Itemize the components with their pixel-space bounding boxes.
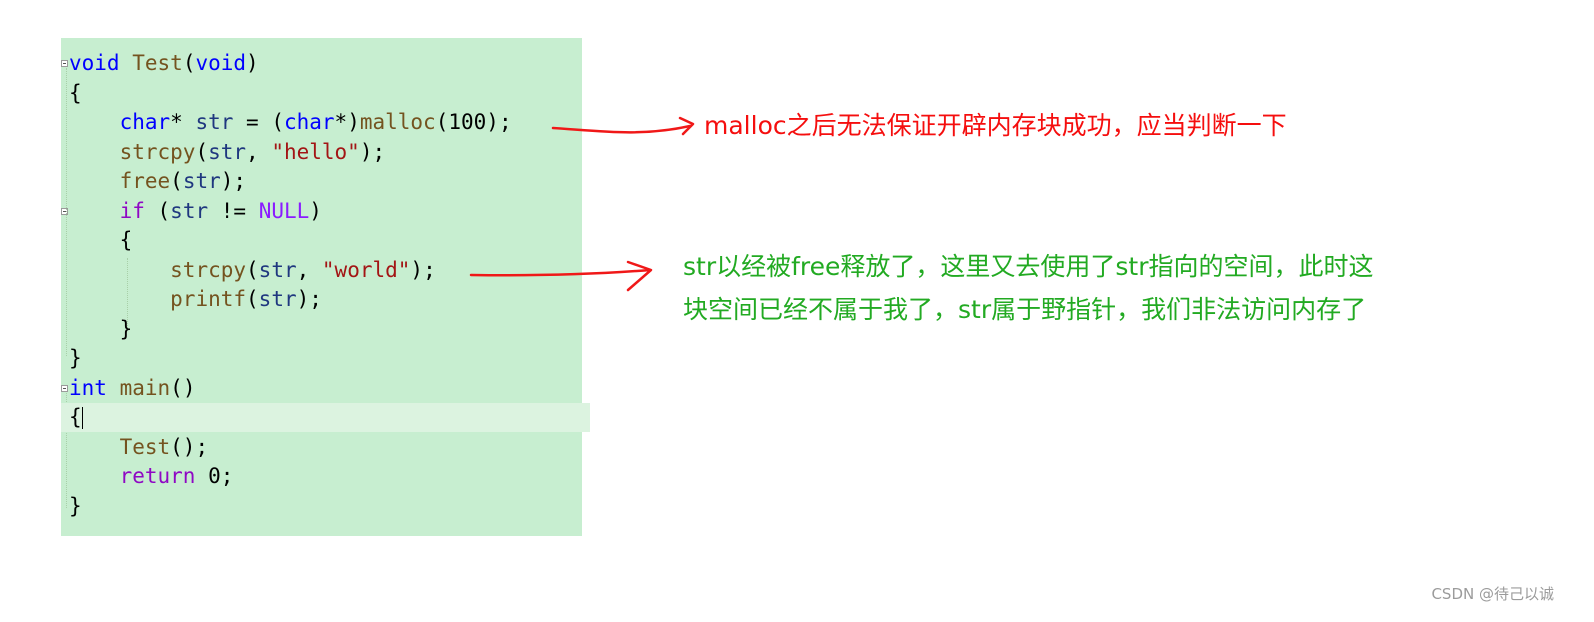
- code-token: 100: [448, 110, 487, 134]
- code-line[interactable]: int main(): [61, 374, 195, 403]
- code-token: str: [258, 287, 297, 311]
- code-token: {: [69, 405, 82, 429]
- code-token: (: [435, 110, 449, 134]
- code-token: [120, 51, 133, 75]
- indent-guide: [127, 258, 128, 328]
- code-token: {: [69, 228, 133, 252]
- code-token: );: [220, 169, 247, 193]
- code-token: (: [246, 257, 259, 282]
- code-token: Test: [132, 51, 183, 75]
- code-token: [69, 435, 120, 459]
- code-line[interactable]: {: [61, 226, 133, 255]
- code-token: printf: [170, 287, 247, 311]
- code-token: [69, 199, 120, 223]
- code-token: "hello": [271, 139, 360, 164]
- code-token: {: [69, 80, 82, 105]
- code-token: [69, 110, 120, 134]
- csdn-watermark: CSDN @待己以诚: [1431, 585, 1554, 603]
- code-token: free: [119, 169, 171, 193]
- code-token: str: [170, 198, 209, 223]
- code-token: [107, 376, 120, 400]
- code-line[interactable]: {: [61, 79, 82, 108]
- code-token: );: [486, 110, 512, 134]
- code-token: return: [119, 464, 196, 488]
- code-token: (: [195, 139, 209, 164]
- code-editor[interactable]: void Test(void){ char* str = (char*)mall…: [61, 38, 590, 536]
- code-token: [69, 287, 170, 311]
- code-line[interactable]: if (str != NULL): [61, 197, 322, 226]
- fold-toggle-main[interactable]: [61, 385, 68, 392]
- code-token: str: [258, 257, 297, 282]
- code-token: ): [246, 51, 259, 75]
- fold-toggle-if[interactable]: [61, 208, 68, 215]
- code-token: [69, 169, 120, 193]
- code-token: void: [195, 51, 247, 75]
- code-token: = (: [233, 110, 284, 134]
- code-line[interactable]: printf(str);: [61, 285, 322, 314]
- code-token: char: [283, 110, 335, 134]
- code-token: str: [182, 169, 221, 193]
- code-line[interactable]: }: [61, 344, 82, 373]
- code-token: ,: [296, 257, 322, 282]
- code-line[interactable]: strcpy(str, "hello");: [61, 138, 386, 167]
- code-token: (): [170, 375, 196, 400]
- code-token: str: [208, 139, 247, 164]
- code-line[interactable]: }: [61, 315, 133, 344]
- code-token: strcpy: [119, 139, 196, 164]
- indent-guide: [66, 68, 67, 356]
- code-token: (: [170, 169, 183, 193]
- code-line[interactable]: strcpy(str, "world");: [61, 256, 436, 285]
- code-token: int: [69, 375, 107, 400]
- code-line[interactable]: Test();: [61, 433, 209, 462]
- code-token: *): [334, 110, 360, 134]
- code-token: NULL: [258, 198, 310, 223]
- code-token: [69, 258, 170, 282]
- code-line[interactable]: free(str);: [61, 167, 246, 196]
- code-token: !=: [208, 198, 259, 223]
- indent-guide: [66, 393, 67, 508]
- code-token: ;: [220, 464, 234, 488]
- code-token: "world": [321, 257, 411, 282]
- fold-toggle-test[interactable]: [61, 60, 68, 67]
- code-token: (: [246, 287, 259, 311]
- code-token: 0: [208, 464, 221, 488]
- malloc-annotation: malloc之后无法保证开辟内存块成功，应当判断一下: [704, 111, 1287, 140]
- code-token: );: [410, 257, 436, 282]
- code-token: (: [144, 198, 171, 223]
- code-line[interactable]: {: [61, 403, 590, 432]
- arrow-free-head: [626, 260, 653, 292]
- code-token: );: [359, 139, 386, 164]
- free-annotation-line1: str以经被free释放了，这里又去使用了str指向的空间，此时这: [683, 252, 1374, 281]
- code-token: char: [119, 110, 171, 134]
- code-token: ): [309, 198, 322, 223]
- code-token: [69, 140, 120, 164]
- code-token: (: [182, 51, 196, 75]
- code-token: );: [296, 287, 322, 311]
- free-annotation-line2: 块空间已经不属于我了，str属于野指针，我们非法访问内存了: [683, 295, 1367, 324]
- code-line[interactable]: return 0;: [61, 462, 234, 491]
- text-caret: [81, 407, 83, 429]
- code-token: main: [119, 375, 171, 400]
- code-token: ,: [246, 139, 272, 164]
- code-token: *: [170, 110, 196, 134]
- code-token: }: [69, 316, 133, 341]
- code-line[interactable]: void Test(void): [61, 49, 259, 78]
- code-token: [69, 464, 120, 488]
- code-token: str: [195, 110, 234, 134]
- code-line[interactable]: char* str = (char*)malloc(100);: [61, 108, 512, 137]
- code-token: if: [119, 198, 145, 223]
- code-token: strcpy: [170, 257, 247, 282]
- arrow-malloc-head: [678, 116, 695, 136]
- code-token: ();: [170, 434, 209, 459]
- code-line[interactable]: }: [61, 492, 82, 521]
- code-token: malloc: [359, 110, 436, 134]
- code-token: Test: [119, 434, 171, 459]
- code-token: }: [69, 346, 82, 370]
- code-token: }: [69, 493, 82, 518]
- code-token: void: [69, 51, 120, 75]
- code-token: [195, 464, 208, 488]
